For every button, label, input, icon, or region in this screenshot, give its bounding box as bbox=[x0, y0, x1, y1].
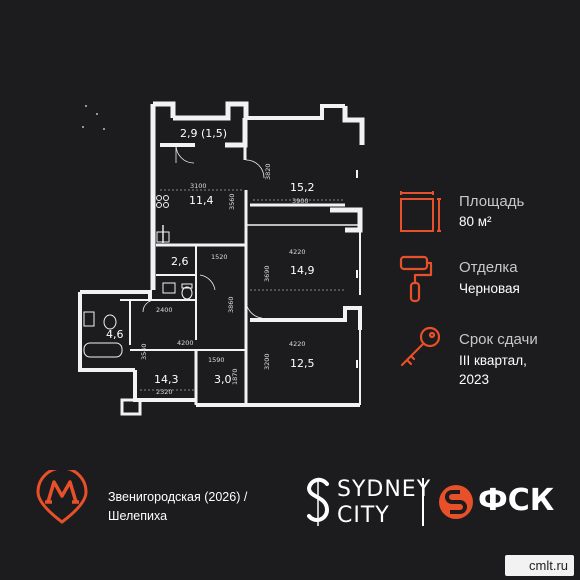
sydney-city-logo-text: SYDNEY CITY bbox=[337, 477, 431, 529]
term-title: Срок сдачи bbox=[459, 331, 538, 348]
dimension-label: 3540 bbox=[140, 343, 148, 360]
dimension-label: 3820 bbox=[264, 163, 272, 180]
brand-line-1: SYDNEY bbox=[337, 477, 432, 502]
room-area-storage: 3,0 bbox=[214, 373, 232, 386]
dimension-label: 4220 bbox=[289, 248, 306, 256]
dimension-label: 2400 bbox=[156, 306, 173, 314]
dimension-label: 3200 bbox=[263, 353, 271, 370]
sydney-city-logo-icon bbox=[306, 477, 330, 526]
dimension-label: 3900 bbox=[292, 197, 309, 205]
room-area-bedroom-1: 14,9 bbox=[290, 264, 315, 277]
brand-line-2: CITY bbox=[337, 503, 390, 528]
dimension-label: 1870 bbox=[231, 368, 239, 385]
dimension-label: 4220 bbox=[289, 340, 306, 348]
room-area-wc: 2,6 bbox=[171, 255, 189, 268]
watermark: cmlt.ru bbox=[505, 555, 574, 576]
dimension-label: 3560 bbox=[228, 193, 236, 210]
room-area-bedroom-2: 12,5 bbox=[290, 357, 315, 370]
room-area-wardrobe: 2,9 (1,5) bbox=[180, 127, 228, 140]
metro-station-2: Шелепиха bbox=[108, 509, 168, 523]
term-line-2: 2023 bbox=[459, 372, 490, 387]
dimension-label: 2320 bbox=[156, 388, 173, 396]
room-area-bathroom: 4,6 bbox=[106, 328, 124, 341]
metro-station-1: Звенигородская (2026) / bbox=[108, 490, 248, 504]
finish-title: Отделка bbox=[459, 259, 518, 276]
key-icon bbox=[400, 326, 441, 367]
area-icon bbox=[400, 191, 441, 232]
paint-roller-icon bbox=[399, 255, 433, 303]
term-line-1: III квартал, bbox=[459, 353, 527, 368]
fsk-logo-icon bbox=[439, 485, 473, 519]
dimension-label: 1520 bbox=[211, 253, 228, 261]
dimension-label: 3690 bbox=[263, 265, 271, 282]
room-area-living: 15,2 bbox=[290, 181, 315, 194]
area-title: Площадь bbox=[459, 193, 525, 210]
dimension-label: 4200 bbox=[177, 339, 194, 347]
dimension-label: 3100 bbox=[190, 182, 207, 190]
watermark-text: cmlt.ru bbox=[529, 558, 568, 573]
metro-icon bbox=[36, 470, 88, 524]
footer-divider bbox=[422, 478, 424, 526]
dimension-label: 3860 bbox=[227, 296, 235, 313]
room-area-kitchen: 11,4 bbox=[189, 194, 214, 207]
finish-value: Черновая bbox=[459, 281, 520, 296]
area-value: 80 м² bbox=[459, 214, 492, 229]
room-area-hall: 14,3 bbox=[154, 373, 179, 386]
dimension-label: 1590 bbox=[208, 356, 225, 364]
metro-stations: Звенигородская (2026) / Шелепиха bbox=[108, 488, 298, 526]
fsk-logo-text: ФСК bbox=[478, 483, 555, 518]
